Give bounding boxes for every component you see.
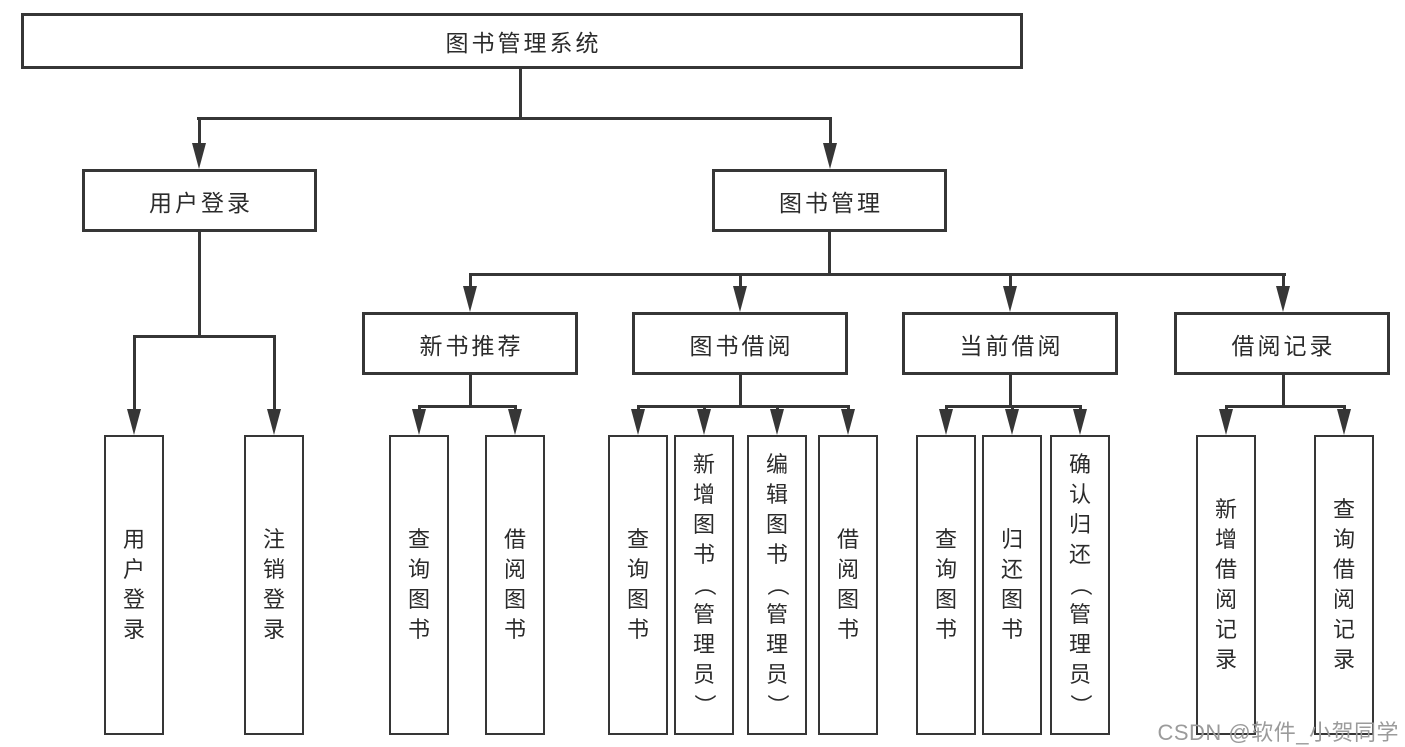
- node-label: 归还图书: [1000, 527, 1023, 642]
- arrow-down-icon: [1004, 405, 1020, 435]
- connector-branch-level3: [469, 273, 1286, 276]
- node-label: 注销登录: [262, 527, 285, 642]
- connector-stem: [1009, 375, 1012, 405]
- arrow-down-icon: [191, 117, 207, 169]
- node-label: 借阅记录: [1231, 332, 1336, 359]
- node-leaf-borrow-book-2: 借阅图书: [818, 435, 878, 735]
- arrow-down-icon: [822, 117, 838, 169]
- arrow-down-icon: [411, 405, 427, 435]
- arrow-down-icon: [126, 335, 142, 435]
- connector-stem: [1282, 375, 1285, 405]
- node-label: 借阅图书: [836, 527, 859, 642]
- node-label: 查询图书: [407, 527, 430, 642]
- node-label: 查询图书: [626, 527, 649, 642]
- connector-book-mgmt-stem: [828, 232, 831, 273]
- node-label: 用户登录: [149, 189, 253, 216]
- arrow-down-icon: [507, 405, 523, 435]
- node-label: 编辑图书（管理员）: [765, 452, 790, 716]
- node-label: 新书推荐: [419, 332, 524, 359]
- node-leaf-add-borrow-record: 新增借阅记录: [1196, 435, 1256, 735]
- node-book-borrow: 图书借阅: [632, 312, 848, 375]
- arrow-down-icon: [938, 405, 954, 435]
- node-leaf-user-login: 用户登录: [104, 435, 164, 735]
- arrow-down-icon: [1336, 405, 1352, 435]
- connector-user-login-stem: [198, 232, 201, 335]
- node-leaf-add-book-admin: 新增图书（管理员）: [674, 435, 734, 735]
- node-leaf-return-book: 归还图书: [982, 435, 1042, 735]
- connector-root-stem: [519, 69, 522, 117]
- connector-branch-leaves: [945, 405, 1082, 408]
- arrow-down-icon: [769, 405, 785, 435]
- arrow-down-icon: [266, 335, 282, 435]
- node-new-book-recommend: 新书推荐: [362, 312, 578, 375]
- node-label: 用户登录: [122, 527, 145, 642]
- node-borrow-record: 借阅记录: [1174, 312, 1390, 375]
- arrow-down-icon: [1002, 273, 1018, 312]
- node-leaf-query-book-3: 查询图书: [916, 435, 976, 735]
- node-label: 图书管理系统: [445, 30, 602, 56]
- node-root-library-system: 图书管理系统: [21, 13, 1023, 69]
- node-leaf-query-borrow-record: 查询借阅记录: [1314, 435, 1374, 735]
- arrow-down-icon: [630, 405, 646, 435]
- node-label: 图书借阅: [689, 332, 794, 359]
- connector-branch-leaves: [1225, 405, 1346, 408]
- node-current-borrow: 当前借阅: [902, 312, 1118, 375]
- node-leaf-logout: 注销登录: [244, 435, 304, 735]
- node-label: 确认归还（管理员）: [1068, 452, 1093, 716]
- connector-branch-level2: [197, 117, 832, 120]
- arrow-down-icon: [1275, 273, 1291, 312]
- node-leaf-borrow-book-1: 借阅图书: [485, 435, 545, 735]
- connector-stem: [739, 375, 742, 405]
- node-leaf-confirm-return-admin: 确认归还（管理员）: [1050, 435, 1110, 735]
- node-leaf-query-book-1: 查询图书: [389, 435, 449, 735]
- node-label: 图书管理: [779, 189, 883, 216]
- node-book-management: 图书管理: [712, 169, 947, 232]
- arrow-down-icon: [696, 405, 712, 435]
- arrow-down-icon: [840, 405, 856, 435]
- node-leaf-edit-book-admin: 编辑图书（管理员）: [747, 435, 807, 735]
- csdn-watermark: CSDN @软件_小贺同学: [1157, 720, 1399, 745]
- node-label: 新增图书（管理员）: [692, 452, 717, 716]
- arrow-down-icon: [1218, 405, 1234, 435]
- node-leaf-query-book-2: 查询图书: [608, 435, 668, 735]
- arrow-down-icon: [732, 273, 748, 312]
- node-label: 借阅图书: [503, 527, 526, 642]
- arrow-down-icon: [1072, 405, 1088, 435]
- connector-branch-user-login: [133, 335, 276, 338]
- arrow-down-icon: [462, 273, 478, 312]
- node-user-login: 用户登录: [82, 169, 317, 232]
- connector-branch-leaves: [637, 405, 850, 408]
- node-label: 当前借阅: [959, 332, 1064, 359]
- node-label: 新增借阅记录: [1214, 497, 1237, 672]
- node-label: 查询图书: [934, 527, 957, 642]
- connector-stem: [469, 375, 472, 405]
- connector-branch-leaves: [418, 405, 517, 408]
- node-label: 查询借阅记录: [1332, 497, 1355, 672]
